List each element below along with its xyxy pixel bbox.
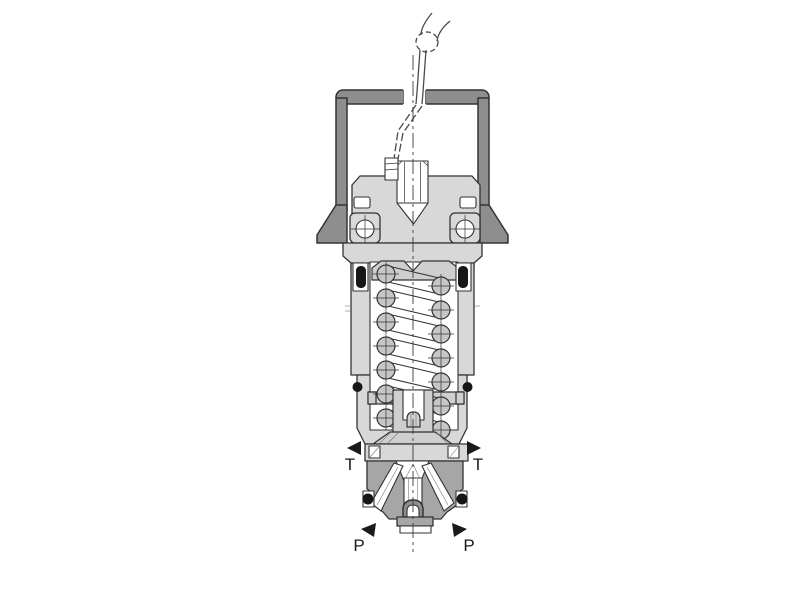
poppet-guide bbox=[372, 389, 453, 445]
port-arrow-p-right bbox=[452, 523, 467, 537]
port-label-t-left: T bbox=[345, 455, 355, 474]
cap-relief-left bbox=[353, 196, 371, 209]
tank-port-opening-right bbox=[447, 445, 460, 459]
adjustment-screw bbox=[384, 157, 429, 225]
handle-wire-gap bbox=[403, 88, 426, 106]
port-arrow-t-left bbox=[347, 441, 361, 455]
guide-nut bbox=[406, 411, 421, 428]
o-ring-upper-left bbox=[352, 262, 369, 292]
port-label-p-left: P bbox=[353, 536, 364, 555]
o-ring-body-right bbox=[462, 382, 473, 392]
adjustment-screw-hex bbox=[396, 160, 429, 204]
port-arrow-p-left bbox=[361, 523, 376, 537]
valve-nose bbox=[362, 460, 468, 534]
o-ring-body-left bbox=[352, 382, 363, 392]
seal-wire-loop bbox=[415, 31, 439, 53]
carry-handle bbox=[316, 88, 509, 244]
o-ring-upper-right bbox=[455, 262, 472, 292]
handle-leg-left bbox=[335, 97, 348, 211]
o-ring-nose-right bbox=[455, 490, 468, 508]
cap-relief-right bbox=[459, 196, 477, 209]
port-label-p-right: P bbox=[463, 536, 474, 555]
retaining-nut bbox=[396, 516, 434, 527]
handle-foot-right bbox=[477, 204, 509, 244]
locking-cone bbox=[396, 202, 429, 225]
port-arrow-t-right bbox=[467, 441, 481, 455]
o-ring-nose-left bbox=[362, 490, 375, 508]
handle-foot-left bbox=[316, 204, 348, 244]
lead-seal-wire bbox=[393, 12, 451, 160]
port-label-t-right: T bbox=[473, 455, 483, 474]
tank-port-band bbox=[364, 443, 469, 462]
